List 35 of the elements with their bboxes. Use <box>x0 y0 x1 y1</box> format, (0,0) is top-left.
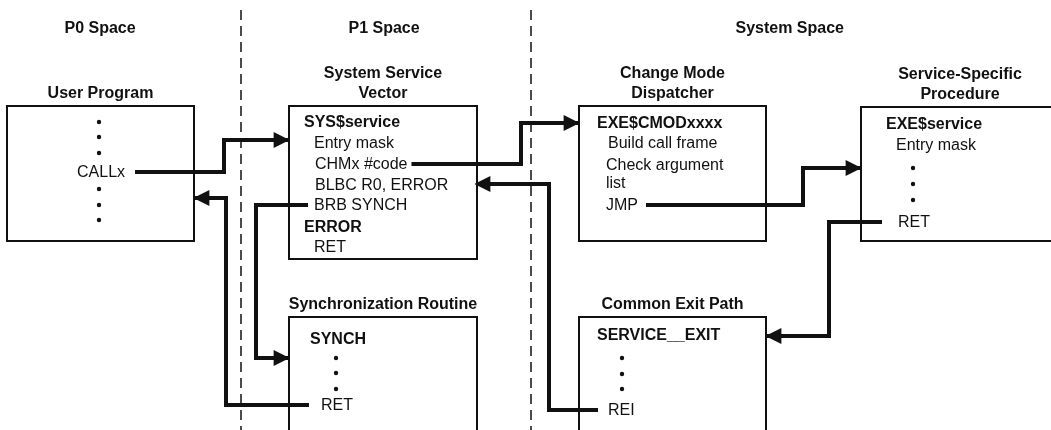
region-heading: P1 Space <box>348 18 420 38</box>
box-heading: User Program <box>46 83 155 103</box>
region-heading: P0 Space <box>64 18 136 38</box>
box-heading: System Service Vector <box>322 63 444 103</box>
box-heading: Common Exit Path <box>600 294 745 314</box>
code-line: CHMx #code <box>315 155 408 173</box>
code-line: ERROR <box>304 218 362 236</box>
code-line: RET <box>898 213 930 231</box>
arrow <box>765 220 882 344</box>
arrow <box>411 115 580 166</box>
code-line: Entry mask <box>314 134 394 152</box>
code-line: SYS$service <box>304 113 401 131</box>
box-heading: Synchronization Routine <box>287 294 479 314</box>
region-heading: System Space <box>735 18 844 38</box>
code-line: RET <box>314 238 346 256</box>
arrow <box>193 190 309 407</box>
arrow <box>254 203 308 366</box>
code-line: REI <box>608 401 635 419</box>
code-line: BRB SYNCH <box>314 196 408 214</box>
code-line: SYNCH <box>310 330 366 348</box>
code-line: BLBC R0, ERROR <box>315 176 476 194</box>
code-line: SERVICE__EXIT <box>597 326 721 344</box>
code-line: Check argument list <box>606 156 725 192</box>
box-heading: Change Mode Dispatcher <box>619 63 726 103</box>
code-line: Entry mask <box>896 136 976 154</box>
code-line: EXE$service <box>886 115 983 133</box>
code-line: RET <box>321 396 353 414</box>
box-heading: Service-Specific Procedure <box>897 64 1023 104</box>
arrow <box>474 176 598 412</box>
code-line: EXE$CMODxxxx <box>597 114 723 132</box>
code-line: JMP <box>606 196 638 214</box>
code-line: CALLx <box>77 163 126 181</box>
arrow <box>646 160 862 207</box>
code-line: Build call frame <box>608 134 718 152</box>
arrow <box>135 132 290 174</box>
